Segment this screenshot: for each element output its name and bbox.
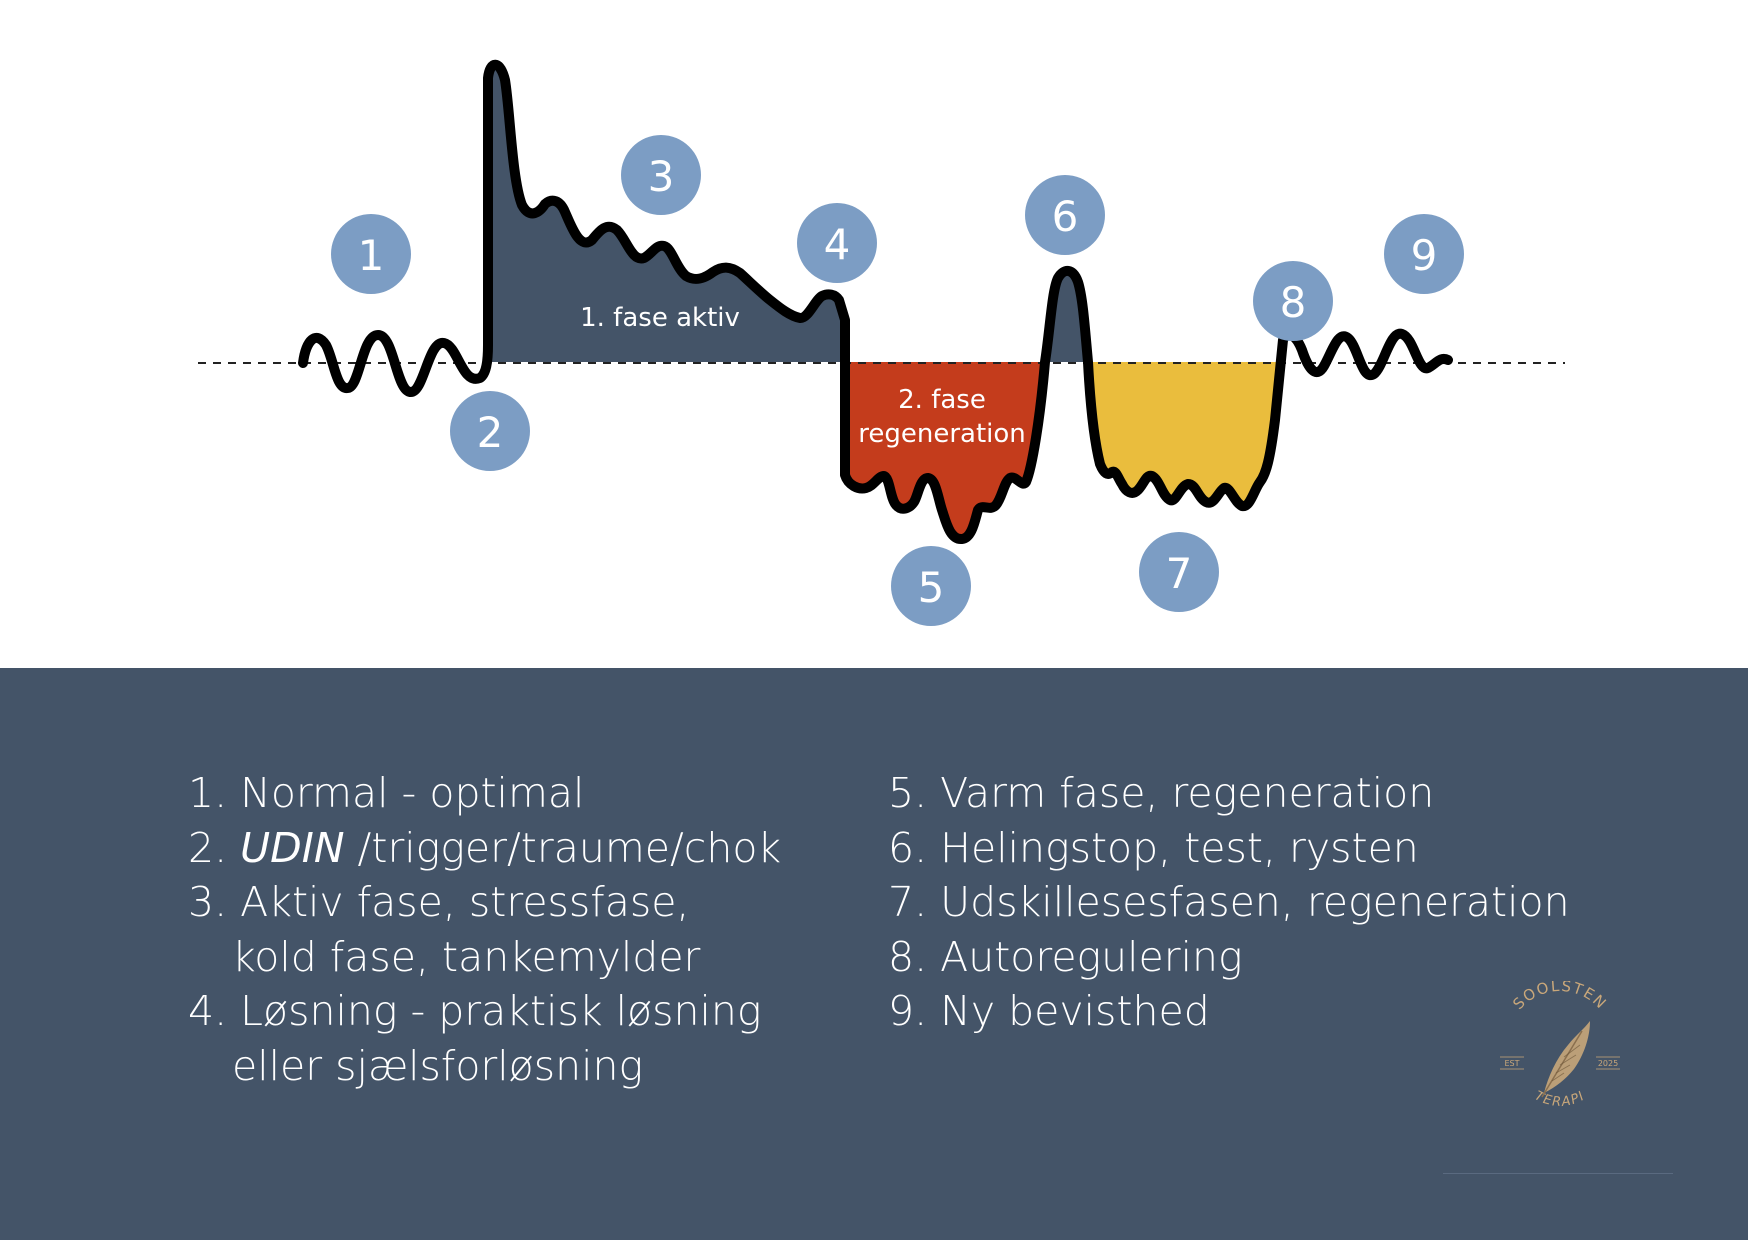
phase-discharge-fill: [1088, 362, 1283, 507]
legend-item-6-number: 6.: [888, 823, 928, 872]
badge-8: 8: [1253, 261, 1333, 341]
legend-item-4-number: 4.: [188, 987, 228, 1035]
legend-column-left: 1. Normal - optimal 2. UDIN /trigger/tra…: [188, 766, 878, 1093]
soolsten-logo: SOOLSTEN TERAPI EST 2025: [1500, 981, 1620, 1111]
divider-line: [1443, 1173, 1673, 1174]
legend-item-2-number: 2.: [188, 823, 228, 872]
legend-item-5: 5. Varm fase, regeneration: [888, 766, 1648, 821]
legend-item-9: 9. Ny bevisthed: [888, 984, 1648, 1039]
legend-column-right: 5. Varm fase, regeneration 6. Helingstop…: [888, 766, 1648, 1039]
badge-9: 9: [1384, 214, 1464, 294]
legend-item-1-text: Normal - optimal: [240, 769, 585, 817]
legend-item-1-number: 1.: [188, 769, 228, 817]
legend-item-8-text: Autoregulering: [940, 932, 1243, 981]
logo-name: SOOLSTEN: [1509, 981, 1610, 1013]
legend-item-8: 8. Autoregulering: [888, 930, 1648, 985]
legend-item-3-continuation: kold fase, tankemylder: [232, 932, 701, 981]
badge-2: 2: [450, 391, 530, 471]
legend-item-8-number: 8.: [888, 932, 928, 981]
cycle-diagram: 1. fase aktiv 2. fase regeneration 1 2 3…: [198, 59, 1565, 626]
cycle-curve: [298, 59, 1453, 544]
phase-active-fill: [488, 64, 847, 363]
badge-4-number: 4: [824, 220, 851, 269]
legend-item-4: 4. Løsning - praktisk løsning: [188, 984, 878, 1039]
legend-item-7-number: 7.: [888, 878, 928, 926]
badge-7-number: 7: [1166, 549, 1193, 598]
badge-5-number: 5: [918, 563, 945, 612]
legend-item-5-number: 5.: [888, 769, 928, 817]
badge-8-number: 8: [1280, 278, 1307, 327]
legend-item-2-emphasis: UDIN: [240, 823, 345, 872]
label-phase-regeneration-2: regeneration: [858, 419, 1026, 449]
label-phase-active: 1. fase aktiv: [580, 303, 740, 333]
badge-7: 7: [1139, 532, 1219, 612]
legend-item-2: 2. UDIN /trigger/traume/chok: [188, 821, 878, 876]
badge-4: 4: [797, 203, 877, 283]
badge-2-number: 2: [477, 408, 504, 457]
legend-item-5-text: Varm fase, regeneration: [940, 769, 1435, 817]
badge-5: 5: [891, 546, 971, 626]
logo-est: EST: [1504, 1059, 1519, 1068]
legend-item-9-text: Ny bevisthed: [940, 987, 1210, 1035]
legend-item-7: 7. Udskillesesfasen, regeneration: [888, 875, 1648, 930]
feather-icon: [1541, 1021, 1590, 1098]
legend-item-4-text: Løsning - praktisk løsning: [240, 987, 762, 1035]
logo-subtitle: TERAPI: [1532, 1089, 1588, 1111]
legend-item-9-number: 9.: [888, 987, 928, 1035]
legend-item-3: 3. Aktiv fase, stressfase,: [188, 875, 878, 930]
label-phase-regeneration-1: 2. fase: [898, 385, 986, 415]
logo-year: 2025: [1598, 1059, 1618, 1068]
legend-item-2-text: /trigger/traume/chok: [344, 823, 782, 872]
legend-item-3-text: Aktiv fase, stressfase,: [240, 878, 690, 926]
badge-9-number: 9: [1411, 231, 1438, 280]
badge-3-number: 3: [648, 152, 675, 201]
legend-panel: 1. Normal - optimal 2. UDIN /trigger/tra…: [0, 668, 1748, 1240]
legend-item-4-continuation: eller sjælsforløsning: [232, 1041, 644, 1090]
legend-item-6: 6. Helingstop, test, rysten: [888, 821, 1648, 876]
badge-1: 1: [331, 214, 411, 294]
legend-item-3-number: 3.: [188, 878, 228, 926]
legend-item-1: 1. Normal - optimal: [188, 766, 878, 821]
legend-item-7-text: Udskillesesfasen, regeneration: [940, 878, 1570, 926]
badge-6: 6: [1025, 175, 1105, 255]
badge-6-number: 6: [1052, 192, 1079, 241]
badge-3: 3: [621, 135, 701, 215]
badge-1-number: 1: [358, 231, 385, 280]
legend-item-6-text: Helingstop, test, rysten: [940, 823, 1419, 872]
